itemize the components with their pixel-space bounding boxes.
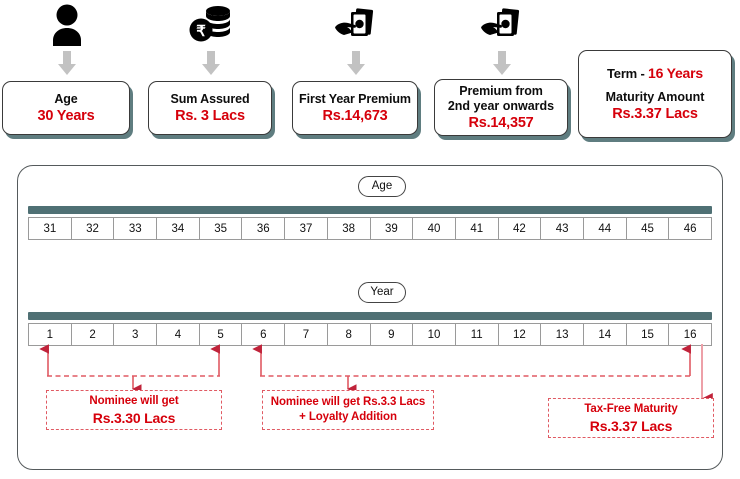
card-first-year-premium-value: Rs.14,673	[322, 107, 388, 124]
year-cell: 6	[242, 324, 286, 345]
age-cell: 32	[72, 218, 115, 239]
card-term-row: Term - 16 Years	[607, 65, 703, 81]
year-pill-label: Year	[358, 282, 406, 303]
age-cell: 42	[499, 218, 542, 239]
year-cell: 15	[627, 324, 670, 345]
card-sum-assured-value: Rs. 3 Lacs	[175, 107, 245, 124]
card-first-year-premium: First Year Premium Rs.14,673	[292, 81, 418, 135]
year-cell: 10	[413, 324, 456, 345]
card-premium-second-year: Premium from 2nd year onwards Rs.14,357	[434, 79, 568, 136]
annotation-2-line2: + Loyalty Addition	[299, 411, 397, 423]
card-maturity-value: Rs.3.37 Lacs	[612, 106, 698, 122]
down-arrow-icon-sum-assured	[148, 50, 274, 76]
annotation-3-line1: Tax-Free Maturity	[584, 402, 678, 415]
card-age-label: Age	[54, 91, 78, 106]
age-cell: 43	[541, 218, 584, 239]
annotation-1-line1: Nominee will get	[89, 394, 179, 407]
year-cell: 14	[584, 324, 627, 345]
age-cell: 41	[456, 218, 499, 239]
age-cell: 40	[413, 218, 456, 239]
annotation-2-line1: Nominee will get Rs.3.3 Lacs	[270, 396, 426, 408]
age-cell: 39	[371, 218, 414, 239]
age-cell: 36	[242, 218, 286, 239]
svg-text:₹: ₹	[196, 24, 206, 40]
year-cell: 2	[72, 324, 115, 345]
annotation-box-nominee-2: Nominee will get Rs.3.3 Lacs + Loyalty A…	[262, 390, 434, 430]
card-premium-second-year-value: Rs.14,357	[468, 114, 534, 131]
year-cell: 4	[157, 324, 200, 345]
card-sum-assured: Sum Assured Rs. 3 Lacs	[148, 81, 272, 135]
annotation-1-line2: Rs.3.30 Lacs	[92, 409, 176, 426]
down-arrow-icon-first-year-premium	[292, 50, 420, 76]
down-arrow-icon-age	[2, 50, 132, 76]
age-cell: 33	[114, 218, 158, 239]
down-arrow-icon-premium-second-year	[434, 50, 570, 76]
rupee-coins-icon: ₹	[148, 2, 274, 48]
age-cell: 46	[683, 222, 697, 235]
year-cell: 5	[200, 324, 243, 345]
annotation-3-line2: Rs.3.37 Lacs	[589, 417, 673, 434]
card-premium-second-year-label2: 2nd year onwards	[447, 98, 555, 113]
summary-cards-section: Age 30 Years ₹	[0, 0, 740, 152]
card-first-year-premium-label: First Year Premium	[299, 91, 411, 106]
age-cell: 45	[627, 218, 670, 239]
year-cell: 13	[541, 324, 584, 345]
age-cell: 44	[584, 218, 627, 239]
year-cell: 11	[456, 324, 499, 345]
age-cell: 31	[29, 218, 72, 239]
person-icon	[2, 2, 132, 48]
card-age: Age 30 Years	[2, 81, 130, 135]
year-cell: 8	[328, 324, 371, 345]
year-cell: 3	[114, 324, 158, 345]
year-cell: 16	[683, 328, 697, 341]
annotation-box-maturity: Tax-Free Maturity Rs.3.37 Lacs	[548, 398, 714, 438]
age-pill-label: Age	[358, 176, 406, 197]
hand-cash-icon-second-year	[434, 2, 570, 48]
year-cell: 7	[285, 324, 328, 345]
year-teal-bar	[28, 312, 712, 320]
age-cell: 38	[328, 218, 371, 239]
annotation-box-nominee-1: Nominee will get Rs.3.30 Lacs	[46, 390, 222, 430]
age-cell: 34	[157, 218, 200, 239]
card-sum-assured-label: Sum Assured	[170, 91, 250, 106]
age-cell: 35	[200, 218, 243, 239]
year-cell: 12	[499, 324, 542, 345]
hand-cash-icon-first-year	[292, 2, 420, 48]
age-teal-bar	[28, 206, 712, 214]
year-cell: 1	[29, 324, 72, 345]
card-term-label: Term -	[607, 66, 648, 81]
card-term-value: 16 Years	[648, 65, 703, 81]
card-maturity-label: Maturity Amount	[605, 90, 705, 104]
age-cell: 37	[285, 218, 328, 239]
card-term-maturity: Term - 16 Years Maturity Amount Rs.3.37 …	[578, 50, 732, 138]
card-age-value: 30 Years	[37, 107, 95, 124]
year-cell: 9	[371, 324, 414, 345]
card-premium-second-year-label: Premium from	[459, 83, 543, 98]
